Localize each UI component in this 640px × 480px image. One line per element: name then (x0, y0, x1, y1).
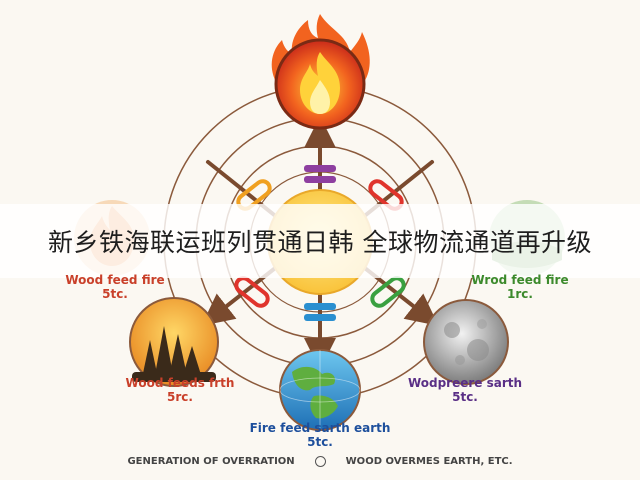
label-left-lower-line2: 5rc. (167, 390, 193, 404)
headline-banner: 新乡铁海联运班列贯通日韩 全球物流通道再升级 (0, 204, 640, 278)
label-left-lower: Wood feeds frth 5rc. (95, 376, 265, 404)
label-left-upper-line1: Wood feed fire (65, 273, 165, 287)
headline-text: 新乡铁海联运班列贯通日韩 全球物流通道再升级 (48, 228, 592, 257)
label-right-upper-line2: 1rc. (507, 287, 533, 301)
link-connector-top (304, 165, 336, 183)
link-connector-lower-left (234, 276, 270, 308)
label-right-lower-line1: Wodpreere sarth (407, 376, 523, 390)
label-bottom-line2: 5tc. (307, 435, 333, 449)
forest-icon (129, 297, 219, 387)
label-right-lower: Wodpreere sarth 5tc. (380, 376, 550, 404)
label-left-upper: Wood feed fire 5tc. (40, 273, 190, 301)
link-connector-bottom (304, 303, 336, 321)
label-bottom-line1: Fire feed sarth earth (249, 421, 391, 435)
fire-icon (271, 14, 370, 130)
label-left-upper-line2: 5tc. (102, 287, 128, 301)
label-right-upper: Wrod feed fire 1rc. (445, 273, 595, 301)
earth-globe-icon (279, 349, 361, 431)
circle-separator-icon (314, 455, 326, 467)
footer-left-text: GENERATION OF OVERRATION (127, 455, 295, 467)
label-bottom: Fire feed sarth earth 5tc. (220, 421, 420, 449)
label-right-upper-line1: Wrod feed fire (471, 273, 569, 287)
footer-right-text: WOOD OVERMES EARTH, ETC. (345, 455, 513, 467)
moon-icon (423, 299, 509, 385)
label-left-lower-line1: Wood feeds frth (125, 376, 235, 390)
footer-legend: GENERATION OF OVERRATION WOOD OVERMES EA… (0, 452, 640, 470)
link-connector-lower-right (370, 276, 406, 308)
label-right-lower-line2: 5tc. (452, 390, 478, 404)
